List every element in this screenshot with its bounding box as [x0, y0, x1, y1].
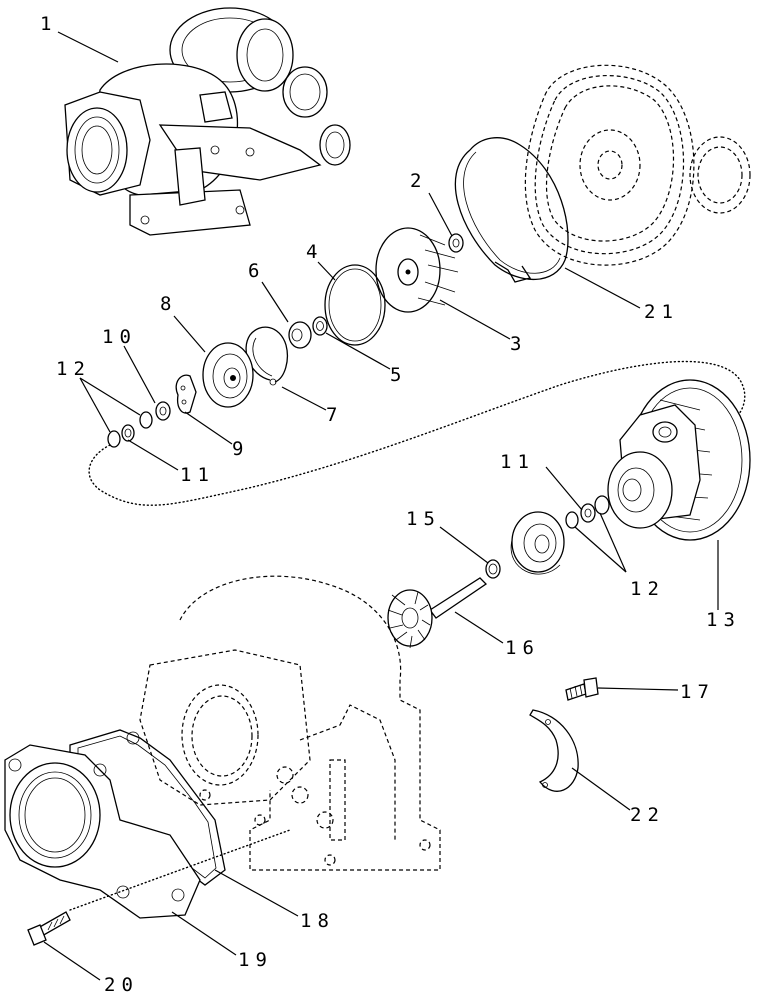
part-13-center-housing: [607, 379, 751, 541]
label-9: 9: [232, 438, 249, 460]
label-8: 8: [160, 293, 177, 315]
label-2: 2: [410, 170, 427, 192]
part-17-bolt: [565, 677, 599, 701]
label-22: 22: [630, 804, 665, 826]
label-5: 5: [390, 364, 407, 386]
label-15: 15: [406, 508, 441, 530]
journal-bearing: [510, 511, 565, 575]
dotted-bolt-path: [69, 829, 291, 911]
label-19: 19: [238, 949, 273, 971]
label-1: 1: [40, 13, 57, 35]
part-11-12-left-rings: [107, 424, 135, 448]
part-5-seal: [312, 316, 328, 336]
label-16: 16: [505, 637, 540, 659]
part-20-bolt: [27, 911, 71, 946]
part-8-thrust-plate: [202, 342, 254, 408]
label-11-left: 11: [180, 464, 215, 486]
part-16-turbine-shaft: [387, 577, 488, 649]
label-4: 4: [306, 241, 323, 263]
label-12-left: 12: [56, 358, 91, 380]
label-11-right: 11: [500, 451, 535, 473]
part-2-nut: [448, 233, 464, 253]
part-19-outlet-flange: [4, 744, 201, 919]
label-6: 6: [248, 260, 265, 282]
compressor-housing-dashed: [524, 64, 751, 266]
callout-labels: 1 2 3 4 5 6 7 8 9 10 12 11 11 12 13 15 1…: [40, 13, 741, 996]
part-9-thrust-bearing: [175, 374, 197, 414]
part-6-sleeve: [288, 321, 312, 349]
label-18: 18: [300, 910, 335, 932]
leader-lines: [43, 31, 719, 981]
label-3: 3: [510, 333, 527, 355]
label-17: 17: [680, 681, 715, 703]
label-13: 13: [706, 609, 741, 631]
label-20: 20: [104, 974, 139, 996]
part-11-12-right-rings: [565, 495, 610, 529]
part-15-piston-ring: [485, 559, 501, 579]
part-22-clamp-plate: [529, 709, 579, 792]
label-12-right: 12: [630, 578, 665, 600]
label-10: 10: [102, 326, 137, 348]
part-21-snap-ring: [454, 137, 569, 283]
label-7: 7: [326, 404, 343, 426]
ring-small-10b: [139, 411, 153, 429]
part-4-o-ring: [324, 264, 386, 346]
part-1-turbocharger-assembly: [64, 7, 351, 236]
part-3-compressor-wheel: [375, 227, 459, 313]
turbine-housing-dashed: [139, 575, 441, 871]
label-21: 21: [644, 301, 679, 323]
part-10-washer: [155, 401, 171, 421]
